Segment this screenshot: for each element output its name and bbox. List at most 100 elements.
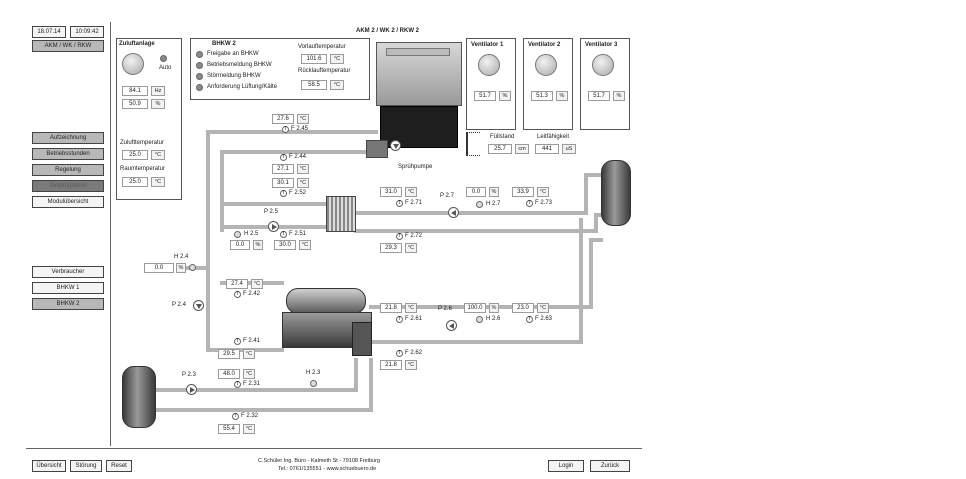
storage-tank-left-icon <box>122 366 156 428</box>
fan-1-title: Ventilator 1 <box>471 42 504 48</box>
f241-unit: °C <box>243 349 255 359</box>
h27-value: 0.0 <box>466 187 486 197</box>
f245-label: F 2.45 <box>291 126 309 132</box>
zuluft-temp-unit: °C <box>151 150 165 160</box>
menu-item-regelung[interactable]: Regelung <box>32 164 104 176</box>
f273-label: F 2.73 <box>535 200 553 206</box>
consumer-item-verbraucher[interactable]: Verbraucher <box>32 266 104 278</box>
menu-item-zeitprogramm[interactable]: Zeitprogramm <box>32 180 104 192</box>
company-line-2: Tel.: 0761/135551 - www.schuebuero.de <box>278 466 377 472</box>
p24-pump-icon[interactable] <box>193 300 204 311</box>
consumer-item-bhkw2[interactable]: BHKW 2 <box>32 298 104 310</box>
back-button[interactable]: Zurück <box>590 460 630 472</box>
footer-divider <box>26 448 642 449</box>
time-display: 10:09:42 <box>70 26 104 38</box>
h26-unit: % <box>489 303 499 313</box>
menu-item-moduluebersicht[interactable]: Modulübersicht <box>32 196 104 208</box>
menu-item-betriebsstunden[interactable]: Betriebsstunden <box>32 148 104 160</box>
fan-3-unit: % <box>613 91 625 101</box>
fan-3-value: 51.7 <box>588 91 610 101</box>
menu-item-aufzeichnung[interactable]: Aufzeichnung <box>32 132 104 144</box>
f252-sensor-icon: T <box>280 190 287 197</box>
f242-unit: °C <box>251 279 263 289</box>
f231-unit: °C <box>243 369 255 379</box>
zuluft-value-percent: 50.9 <box>122 99 148 109</box>
zuluft-auto-label: Auto <box>159 65 172 71</box>
f272-unit: °C <box>405 243 417 253</box>
bhkw-status-betrieb: Betriebsmeldung BHKW <box>207 62 272 68</box>
f263-value: 23.0 <box>512 303 534 313</box>
f251-unit: °C <box>299 240 311 250</box>
fan-2-unit: % <box>556 91 568 101</box>
p26-pump-icon[interactable] <box>446 320 457 331</box>
f272-sensor-icon: T <box>396 233 403 240</box>
bhkw-status-stoerung: Störmeldung BHKW <box>207 73 261 79</box>
zuluft-title: Zuluftanlage <box>119 41 155 47</box>
zuluft-auto-indicator-icon <box>160 55 167 62</box>
cooling-tower-icon <box>366 42 462 162</box>
fuellstand-unit: cm <box>515 144 529 154</box>
f252-unit: °C <box>297 178 309 188</box>
bhkw-status-freigabe: Freigabe an BHKW <box>207 51 259 57</box>
f244-sensor-icon: T <box>280 154 287 161</box>
zuluft-value-hz: 84.1 <box>122 86 148 96</box>
h25-unit: % <box>253 240 263 250</box>
f241-value: 29.5 <box>218 349 240 359</box>
f242-sensor-icon: T <box>234 291 241 298</box>
f244-value: 27.1 <box>272 164 294 174</box>
f252-value: 30.1 <box>272 178 294 188</box>
page-title: AKM 2 / WK 2 / RKW 2 <box>356 28 420 34</box>
fan-panel-2 <box>523 38 573 130</box>
storage-tank-right-icon <box>601 160 631 226</box>
leitfaehigkeit-unit: uS <box>562 144 576 154</box>
f261-value: 21.8 <box>380 303 402 313</box>
h26-valve-icon[interactable] <box>476 316 483 323</box>
f273-value: 33.9 <box>512 187 534 197</box>
f242-label: F 2.42 <box>243 291 261 297</box>
h25-valve-icon[interactable] <box>234 231 241 238</box>
h23-valve-icon[interactable] <box>310 380 317 387</box>
bhkw-vorlauf-unit: °C <box>330 54 344 64</box>
f232-label: F 2.32 <box>241 413 259 419</box>
f262-sensor-icon: T <box>396 350 403 357</box>
bhkw-status-stoerung-icon <box>196 73 203 80</box>
p27-pump-icon[interactable] <box>448 207 459 218</box>
fault-button[interactable]: Störung <box>70 460 102 472</box>
overview-button[interactable]: Übersicht <box>32 460 66 472</box>
zuluft-unit-hz: Hz <box>151 86 165 96</box>
fan-1-value: 51.7 <box>474 91 496 101</box>
fan-1-icon <box>478 54 500 76</box>
h24-valve-icon[interactable] <box>189 264 196 271</box>
pipe-circuit-bottom <box>354 213 603 233</box>
h26-value: 100.0 <box>464 303 486 313</box>
login-button[interactable]: Login <box>548 460 584 472</box>
f262-value: 21.8 <box>380 360 402 370</box>
pipe-tank-bottom <box>154 358 373 412</box>
f244-label: F 2.44 <box>289 154 307 160</box>
f241-sensor-icon: T <box>234 338 241 345</box>
h27-valve-icon[interactable] <box>476 201 483 208</box>
f245-unit: °C <box>297 114 309 124</box>
leitfaehigkeit-value: 441 <box>535 144 559 154</box>
p27-label: P 2.7 <box>440 193 454 199</box>
f231-label: F 2.31 <box>243 381 261 387</box>
reset-button[interactable]: Reset <box>106 460 132 472</box>
bhkw-vorlauf-label: Vorlauftemperatur <box>298 44 346 50</box>
consumer-item-bhkw1[interactable]: BHKW 1 <box>32 282 104 294</box>
hmi-screen: 18.07.14 10:09:42 AKM / WK / RKW AKM 2 /… <box>26 20 642 474</box>
p23-label: P 2.3 <box>182 372 196 378</box>
zuluft-temp-value: 25.0 <box>122 150 148 160</box>
p25-pump-icon[interactable] <box>268 221 279 232</box>
pipe-circuit-top <box>354 173 603 215</box>
f271-unit: °C <box>405 187 417 197</box>
f245-value: 27.6 <box>272 114 294 124</box>
nav-current-button[interactable]: AKM / WK / RKW <box>32 40 104 52</box>
f263-label: F 2.63 <box>535 316 553 322</box>
fan-2-title: Ventilator 2 <box>528 42 561 48</box>
bhkw-ruecklauf-label: Rücklauftemperatur <box>298 68 351 74</box>
level-sensor-icon <box>466 132 480 156</box>
p23-pump-icon[interactable] <box>186 384 197 395</box>
bhkw-ruecklauf-unit: °C <box>330 80 344 90</box>
p24-label: P 2.4 <box>172 302 186 308</box>
company-line-1: C.Schüler Ing. Büro - Kalmeth St - 79108… <box>258 458 380 464</box>
